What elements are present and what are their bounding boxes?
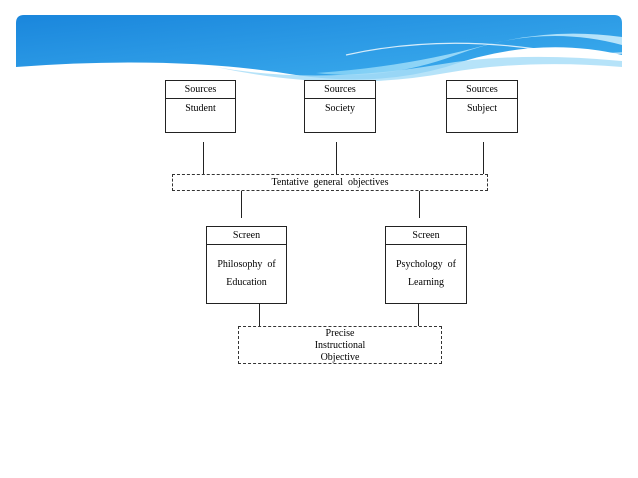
screen-label: Psychology of Learning — [386, 245, 466, 292]
screen-label: Philosophy of Education — [207, 245, 286, 292]
connector-student — [203, 142, 204, 174]
source-label: Student — [185, 103, 216, 114]
precise-line2: Instructional — [314, 340, 366, 351]
source-label: Subject — [467, 103, 497, 114]
precise-objective-box: Precise Instructional Objective — [238, 326, 442, 364]
source-box-student: Sources Student — [165, 80, 236, 133]
screen-header: Screen — [207, 227, 286, 245]
connector-subject — [483, 142, 484, 174]
screen-box-philosophy: Screen Philosophy of Education — [206, 226, 287, 304]
screen-label-line2: Learning — [407, 277, 445, 288]
source-header: Sources — [447, 81, 517, 99]
connector-to-psychology — [419, 191, 420, 218]
screen-header: Screen — [386, 227, 466, 245]
connector-society — [336, 142, 337, 174]
source-box-society: Sources Society — [304, 80, 376, 133]
source-box-subject: Sources Subject — [446, 80, 518, 133]
connector-psychology-to-precise — [418, 304, 419, 326]
source-header: Sources — [305, 81, 375, 99]
source-header: Sources — [166, 81, 235, 99]
screen-label-line1: Psychology of — [396, 259, 456, 270]
connector-to-philosophy — [241, 191, 242, 218]
tentative-objectives-box: Tentative general objectives — [172, 174, 488, 191]
screen-label-line1: Philosophy of — [217, 259, 276, 270]
tentative-objectives-label: Tentative general objectives — [271, 177, 389, 188]
source-label: Society — [325, 103, 355, 114]
precise-line1: Precise — [325, 328, 355, 339]
connector-philosophy-to-precise — [259, 304, 260, 326]
screen-box-psychology: Screen Psychology of Learning — [385, 226, 467, 304]
header-wave-banner — [16, 15, 622, 82]
precise-line3: Objective — [320, 352, 360, 363]
screen-label-line2: Education — [226, 277, 267, 288]
